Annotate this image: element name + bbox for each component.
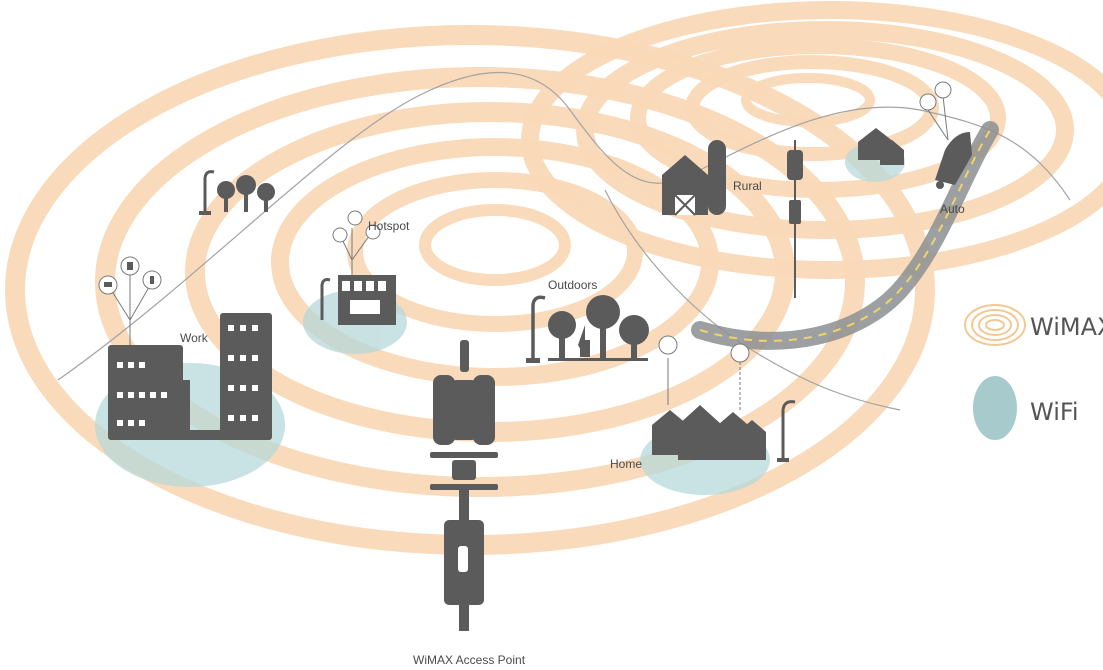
house-icon bbox=[738, 420, 766, 460]
car-icon bbox=[935, 132, 972, 185]
streetlamp-icon bbox=[203, 170, 215, 213]
work-devices bbox=[98, 256, 162, 345]
streetlamp-icon bbox=[531, 295, 546, 360]
valley-line bbox=[604, 189, 901, 411]
phone-icon bbox=[365, 224, 381, 240]
silo-icon bbox=[708, 140, 726, 215]
phone-icon bbox=[919, 93, 937, 111]
wimax-legend-icon bbox=[964, 304, 1026, 346]
tree-icon bbox=[257, 183, 275, 212]
home-houses bbox=[652, 335, 796, 462]
terrain-line bbox=[57, 71, 1071, 381]
car bbox=[919, 81, 972, 189]
laptop-icon bbox=[934, 81, 952, 99]
road-lane-marking bbox=[699, 129, 991, 342]
building-icon bbox=[150, 380, 190, 440]
tree-icon bbox=[236, 175, 256, 212]
outdoors-park bbox=[526, 295, 649, 363]
hotspot-label: Hotspot bbox=[368, 219, 410, 233]
wifi-legend-label: WiFi bbox=[1030, 398, 1079, 426]
rural-label: Rural bbox=[733, 179, 762, 193]
tree-icon bbox=[586, 295, 620, 360]
auto-label: Auto bbox=[940, 202, 965, 216]
access-point-icon bbox=[430, 340, 498, 631]
legend: WiMAX WiFi bbox=[964, 304, 1103, 440]
phone-icon bbox=[658, 335, 678, 355]
tree-icon bbox=[548, 311, 576, 360]
outdoors-label: Outdoors bbox=[548, 278, 597, 292]
phone-icon bbox=[347, 210, 363, 226]
hotspot-shop bbox=[320, 210, 396, 325]
tower-icon bbox=[787, 150, 803, 180]
work-label: Work bbox=[180, 331, 209, 345]
house-icon bbox=[678, 405, 722, 460]
building-icon bbox=[220, 313, 272, 440]
streetlamp-icon bbox=[781, 400, 796, 460]
rural-farm bbox=[662, 140, 726, 216]
tree-icon bbox=[619, 315, 649, 360]
rural-tower bbox=[787, 140, 803, 298]
wimax-rings-right bbox=[521, 1, 1103, 279]
park-top-left bbox=[199, 170, 275, 215]
laptop-icon bbox=[730, 343, 750, 363]
house-icon bbox=[880, 140, 904, 165]
tree-icon bbox=[217, 181, 235, 212]
streetlamp-icon bbox=[320, 278, 331, 320]
wifi-legend-icon bbox=[973, 376, 1017, 440]
laptop-icon bbox=[332, 227, 348, 243]
village bbox=[858, 128, 904, 165]
home-label: Home bbox=[610, 457, 642, 471]
tree-icon bbox=[578, 325, 590, 357]
wimax-legend-label: WiMAX bbox=[1030, 313, 1103, 341]
access-point-label: WiMAX Access Point bbox=[413, 653, 526, 667]
work-buildings bbox=[108, 313, 272, 440]
barn-icon bbox=[662, 155, 708, 215]
